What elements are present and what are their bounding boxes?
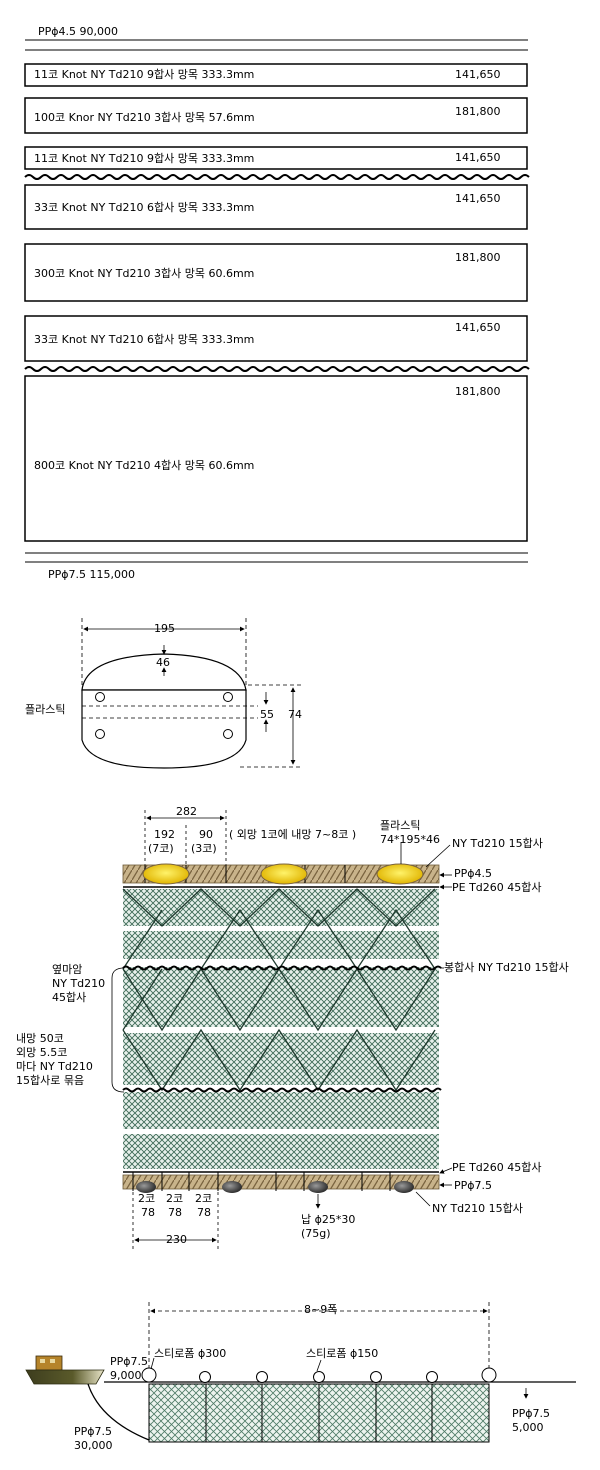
mesh-ratio-note: ( 외망 1코에 내망 7~8코 ) — [229, 828, 357, 841]
bottom-rope-label: PPϕ7.5 115,000 — [48, 568, 136, 581]
float-size: 74*195*46 — [380, 833, 440, 846]
tie-label: 15합사로 묶음 — [16, 1074, 85, 1087]
span-label: 8~9폭 — [304, 1303, 338, 1316]
panel-box — [24, 63, 528, 87]
dim-b: 90 — [199, 828, 213, 841]
tie-label: 마다 NY Td210 — [16, 1060, 93, 1073]
float-material: 플라스틱 — [25, 703, 66, 716]
sinker-count: 2코 — [138, 1192, 156, 1205]
panel-desc: 11코 Knot NY Td210 9합사 망목 333.3mm — [34, 152, 255, 165]
pp-top-label: PPϕ4.5 — [454, 867, 493, 880]
panel-value: 141,650 — [455, 321, 501, 334]
pe-bottom-label: PE Td260 45합사 — [452, 1161, 542, 1174]
panel-box — [24, 184, 528, 230]
panel-box — [24, 243, 528, 302]
dim-230: 230 — [166, 1233, 187, 1246]
panel-value: 141,650 — [455, 192, 501, 205]
float-inner: 55 — [260, 708, 274, 721]
float-detail — [81, 618, 302, 769]
panel-box — [24, 97, 528, 134]
tie-label: 외망 5.5코 — [16, 1046, 68, 1059]
wavy-separator — [24, 366, 530, 372]
rope-lower: PPϕ7.5 — [74, 1425, 113, 1438]
panel-box — [24, 315, 528, 362]
sinker-count: 2코 — [166, 1192, 184, 1205]
sinker-length: 78 — [197, 1206, 211, 1219]
pe-top-label: PE Td260 45합사 — [452, 881, 542, 894]
panel-box — [24, 375, 528, 542]
panel-desc: 100코 Knor NY Td210 3합사 망목 57.6mm — [34, 111, 255, 124]
float-label: 플라스틱 — [380, 819, 421, 832]
rope-right: PPϕ7.5 — [512, 1407, 551, 1420]
dim-total: 282 — [176, 805, 197, 818]
panel-desc: 33코 Knot NY Td210 6합사 망목 333.3mm — [34, 333, 255, 346]
dim-a-sub: (7코) — [148, 842, 174, 855]
panel-value: 141,650 — [455, 151, 501, 164]
float-height: 74 — [288, 708, 302, 721]
panel-desc: 11코 Knot NY Td210 9합사 망목 333.3mm — [34, 68, 255, 81]
dim-b-sub: (3코) — [191, 842, 217, 855]
panel-desc: 300코 Knot NY Td210 3합사 망목 60.6mm — [34, 267, 255, 280]
spec-section — [24, 39, 530, 563]
sewing-label: 봉합사 NY Td210 15합사 — [444, 961, 569, 974]
float-width: 195 — [154, 622, 175, 635]
side-label: 옆마암 — [52, 963, 83, 976]
tie-label: 내망 50코 — [16, 1032, 64, 1045]
net-diagram — [111, 810, 453, 1250]
ny-top-label: NY Td210 15합사 — [452, 837, 543, 850]
sinker-weight: (75g) — [301, 1227, 331, 1240]
float-top: 46 — [156, 656, 170, 669]
rope-left-length: 9,000 — [110, 1369, 142, 1382]
sinker-count: 2코 — [195, 1192, 213, 1205]
sinker-length: 78 — [168, 1206, 182, 1219]
pp-bottom-label: PPϕ7.5 — [454, 1179, 493, 1192]
side-label: NY Td210 — [52, 977, 106, 990]
panel-value: 141,650 — [455, 68, 501, 81]
dim-a: 192 — [154, 828, 175, 841]
ny-bottom-label: NY Td210 15합사 — [432, 1202, 523, 1215]
styro-big-label: 스티로폼 ϕ300 — [154, 1347, 227, 1360]
panel-value: 181,800 — [455, 105, 501, 118]
panel-value: 181,800 — [455, 385, 501, 398]
rope-right-length: 5,000 — [512, 1421, 544, 1434]
sinker-length: 78 — [141, 1206, 155, 1219]
side-label: 45합사 — [52, 991, 87, 1004]
styro-small-label: 스티로폼 ϕ150 — [306, 1347, 379, 1360]
wavy-separator — [24, 174, 530, 180]
deploy-diagram — [25, 1302, 576, 1443]
sinker-spec: 납 ϕ25*30 — [301, 1213, 356, 1226]
panel-value: 181,800 — [455, 251, 501, 264]
top-rope-label: PPϕ4.5 90,000 — [38, 25, 119, 38]
panel-desc: 33코 Knot NY Td210 6합사 망목 333.3mm — [34, 201, 255, 214]
rope-left: PPϕ7.5 — [110, 1355, 149, 1368]
panel-desc: 800코 Knot NY Td210 4합사 망목 60.6mm — [34, 459, 255, 472]
rope-lower-length: 30,000 — [74, 1439, 113, 1452]
panel-box — [24, 146, 528, 170]
